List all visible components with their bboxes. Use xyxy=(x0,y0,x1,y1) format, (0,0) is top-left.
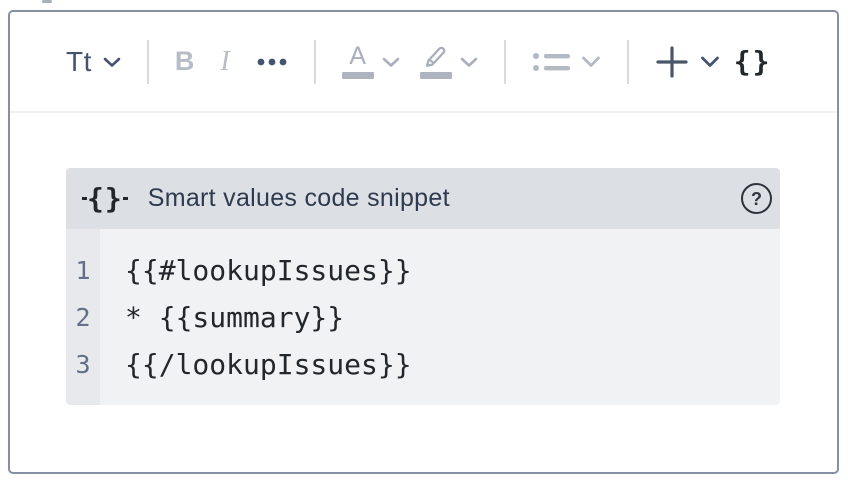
editor-frame: Tt B I A xyxy=(8,10,839,474)
help-icon[interactable]: ? xyxy=(741,183,772,214)
text-styles-label: Tt xyxy=(66,45,92,77)
toolbar-separator xyxy=(146,39,149,84)
chevron-down-icon xyxy=(460,57,478,67)
top-edge-artifact xyxy=(42,0,52,3)
plus-icon xyxy=(656,45,688,78)
smart-values-code-snippet-block: {} Smart values code snippet ? 1 2 3 xyxy=(66,168,780,405)
text-styles-button[interactable]: Tt xyxy=(66,46,121,78)
braces-label: {} xyxy=(733,45,772,78)
toolbar-divider xyxy=(10,111,837,113)
text-color-swatch xyxy=(341,72,374,79)
code-block-header: {} Smart values code snippet ? xyxy=(66,168,780,229)
toolbar-separator xyxy=(313,39,316,84)
code-line[interactable]: {{/lookupIssues}} xyxy=(125,348,412,381)
editor-content-area[interactable]: {} Smart values code snippet ? 1 2 3 xyxy=(10,113,837,405)
toolbar-separator xyxy=(503,39,506,84)
code-line[interactable]: * {{summary}} xyxy=(125,301,345,334)
text-color-label: A xyxy=(349,42,367,70)
line-number-gutter: 1 2 3 xyxy=(66,229,100,405)
line-number: 1 xyxy=(75,256,91,285)
code-editor-lines[interactable]: {{#lookupIssues}} * {{summary}} {{/looku… xyxy=(100,229,780,405)
chevron-down-icon xyxy=(581,56,600,67)
insert-button[interactable] xyxy=(655,45,689,79)
chevron-down-icon xyxy=(382,57,400,67)
help-glyph: ? xyxy=(751,188,762,209)
bullet-list-button[interactable] xyxy=(532,49,572,75)
italic-button[interactable]: I xyxy=(220,46,229,78)
line-number: 3 xyxy=(75,350,91,379)
text-color-button[interactable]: A xyxy=(341,42,374,79)
editor-toolbar: Tt B I A xyxy=(10,12,837,111)
highlight-color-swatch xyxy=(419,72,452,79)
bullet-list-icon xyxy=(532,52,570,71)
braces-icon: {} xyxy=(82,182,128,216)
text-color-expand-button[interactable] xyxy=(382,56,400,68)
toolbar-separator xyxy=(626,39,629,84)
brace-close-glyph: } xyxy=(104,181,123,215)
highlighter-icon xyxy=(425,46,446,67)
chevron-down-icon xyxy=(700,56,719,67)
list-expand-button[interactable] xyxy=(581,55,601,68)
code-block-title: Smart values code snippet xyxy=(147,184,450,212)
ellipsis-icon xyxy=(257,58,287,65)
smart-values-button[interactable]: {} xyxy=(734,45,772,78)
bold-label: B xyxy=(174,46,195,76)
brace-open-glyph: { xyxy=(87,181,105,215)
code-block-body[interactable]: 1 2 3 {{#lookupIssues}} * {{summary}} {{… xyxy=(66,229,780,405)
line-number: 2 xyxy=(75,303,91,332)
code-line[interactable]: {{#lookupIssues}} xyxy=(125,254,412,287)
highlight-expand-button[interactable] xyxy=(460,56,478,68)
chevron-down-icon xyxy=(103,57,121,67)
bold-button[interactable]: B xyxy=(175,46,195,77)
italic-label: I xyxy=(220,45,230,77)
more-formatting-button[interactable] xyxy=(256,57,288,67)
highlight-color-button[interactable] xyxy=(419,44,452,79)
insert-expand-button[interactable] xyxy=(700,55,720,68)
